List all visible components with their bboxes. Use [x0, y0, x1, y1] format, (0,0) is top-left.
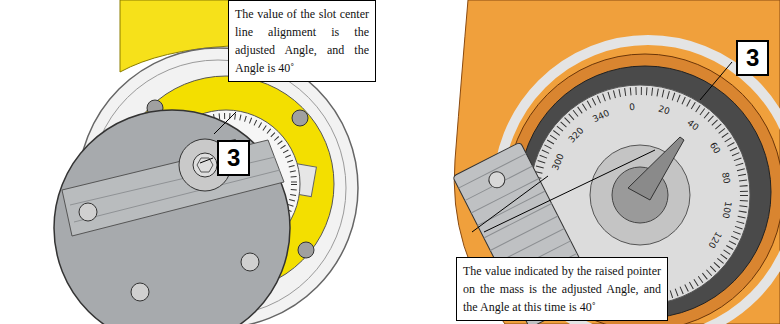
note-text: The value of the slot center line alignm… [235, 5, 369, 77]
callout-number-box: 3 [736, 40, 769, 76]
callout-number: 3 [746, 43, 759, 73]
leader-line [214, 112, 236, 134]
callout-number: 3 [227, 143, 240, 173]
note-text: The value indicated by the raised pointe… [463, 262, 661, 316]
callout-number-box: 3 [217, 140, 250, 176]
leader-line [472, 176, 548, 232]
scale-number: 0 [629, 102, 636, 112]
right-joint [453, 0, 780, 324]
leader-line [200, 158, 213, 163]
note-box: The value indicated by the raised pointe… [456, 257, 668, 321]
leader-line [700, 62, 732, 100]
note-box: The value of the slot center line alignm… [228, 0, 376, 82]
leader-line [484, 150, 655, 232]
